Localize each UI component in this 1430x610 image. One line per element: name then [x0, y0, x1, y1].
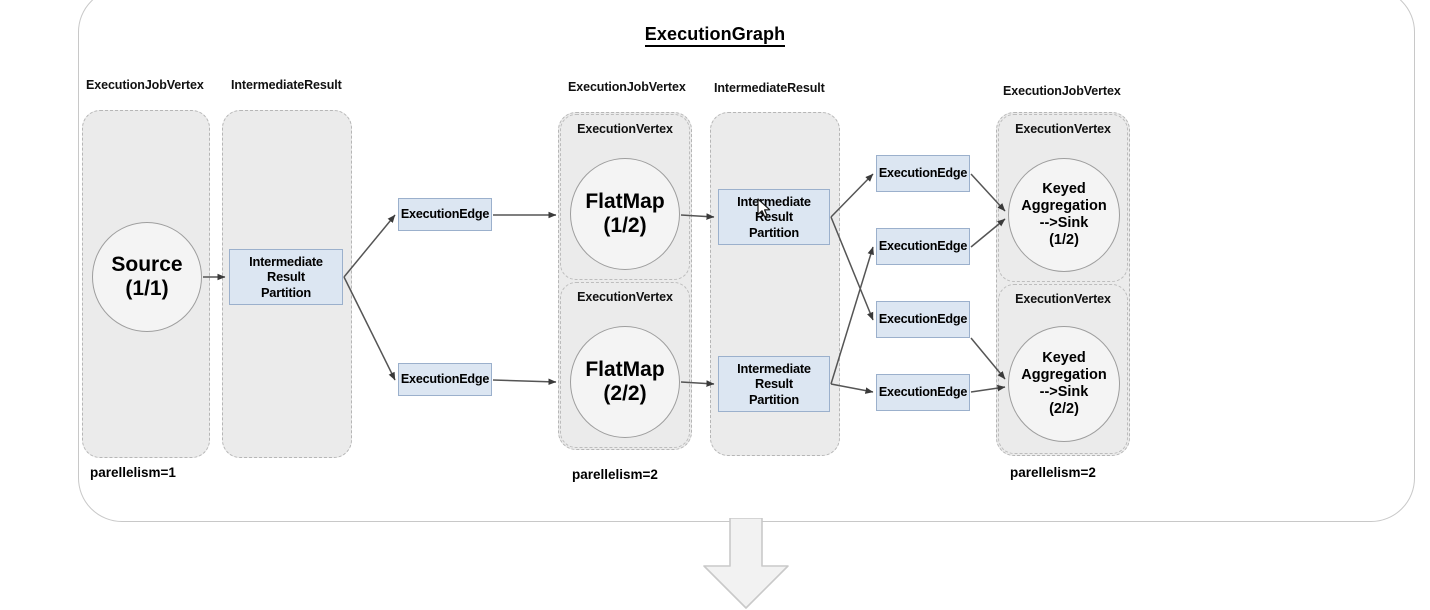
- column-label-execution-job-vertex-3: ExecutionJobVertex: [1003, 84, 1121, 98]
- parallelism-sink: parellelism=2: [1010, 465, 1096, 480]
- execution-edge-4-label: ExecutionEdge: [878, 238, 968, 253]
- operator-source-label: Source (1/1): [111, 252, 183, 300]
- intermediate-result-partition-source-label: Intermediate Result Partition: [249, 253, 323, 300]
- execution-vertex-label: ExecutionVertex: [577, 290, 673, 304]
- column-label-execution-job-vertex-2: ExecutionJobVertex: [568, 80, 686, 94]
- execution-vertex-label: ExecutionVertex: [1015, 292, 1111, 306]
- column-label-intermediate-result-2: IntermediateResult: [714, 81, 825, 95]
- intermediate-result-partition-2[interactable]: Intermediate Result Partition: [718, 356, 830, 412]
- intermediate-result-partition-1[interactable]: Intermediate Result Partition: [718, 189, 830, 245]
- operator-flatmap-1-label: FlatMap (1/2): [585, 189, 665, 237]
- operator-keyed-aggregation-sink-1[interactable]: Keyed Aggregation -->Sink (1/2): [1008, 158, 1120, 272]
- mouse-cursor-icon: [757, 198, 771, 218]
- intermediate-result-partition-1-label: Intermediate Result Partition: [737, 193, 811, 240]
- operator-flatmap-2[interactable]: FlatMap (2/2): [570, 326, 680, 438]
- execution-edge-3[interactable]: ExecutionEdge: [876, 155, 970, 192]
- page-title: ExecutionGraph: [0, 24, 1430, 47]
- execution-edge-1[interactable]: ExecutionEdge: [398, 198, 492, 231]
- execution-vertex-label: ExecutionVertex: [1015, 122, 1111, 136]
- intermediate-result-partition-2-label: Intermediate Result Partition: [737, 360, 811, 407]
- parallelism-flatmap: parellelism=2: [572, 467, 658, 482]
- execution-edge-2-label: ExecutionEdge: [400, 371, 490, 386]
- operator-keyed-aggregation-sink-1-label: Keyed Aggregation -->Sink (1/2): [1021, 181, 1107, 248]
- execution-edge-1-label: ExecutionEdge: [400, 206, 490, 221]
- operator-keyed-aggregation-sink-2[interactable]: Keyed Aggregation -->Sink (2/2): [1008, 326, 1120, 442]
- execution-edge-5-label: ExecutionEdge: [878, 311, 968, 326]
- execution-edge-6[interactable]: ExecutionEdge: [876, 374, 970, 411]
- parallelism-source: parellelism=1: [90, 465, 176, 480]
- execution-edge-5[interactable]: ExecutionEdge: [876, 301, 970, 338]
- execution-edge-3-label: ExecutionEdge: [878, 165, 968, 180]
- page-title-text: ExecutionGraph: [644, 24, 786, 47]
- next-stage-arrow-icon: [703, 518, 789, 609]
- execution-edge-2[interactable]: ExecutionEdge: [398, 363, 492, 396]
- column-label-execution-job-vertex-1: ExecutionJobVertex: [86, 78, 204, 92]
- operator-flatmap-1[interactable]: FlatMap (1/2): [570, 158, 680, 270]
- execution-edge-6-label: ExecutionEdge: [878, 384, 968, 399]
- operator-keyed-aggregation-sink-2-label: Keyed Aggregation -->Sink (2/2): [1021, 350, 1107, 417]
- execution-vertex-label: ExecutionVertex: [577, 122, 673, 136]
- operator-source[interactable]: Source (1/1): [92, 222, 202, 332]
- execution-edge-4[interactable]: ExecutionEdge: [876, 228, 970, 265]
- column-label-intermediate-result-1: IntermediateResult: [231, 78, 342, 92]
- intermediate-result-partition-source[interactable]: Intermediate Result Partition: [229, 249, 343, 305]
- operator-flatmap-2-label: FlatMap (2/2): [585, 357, 665, 405]
